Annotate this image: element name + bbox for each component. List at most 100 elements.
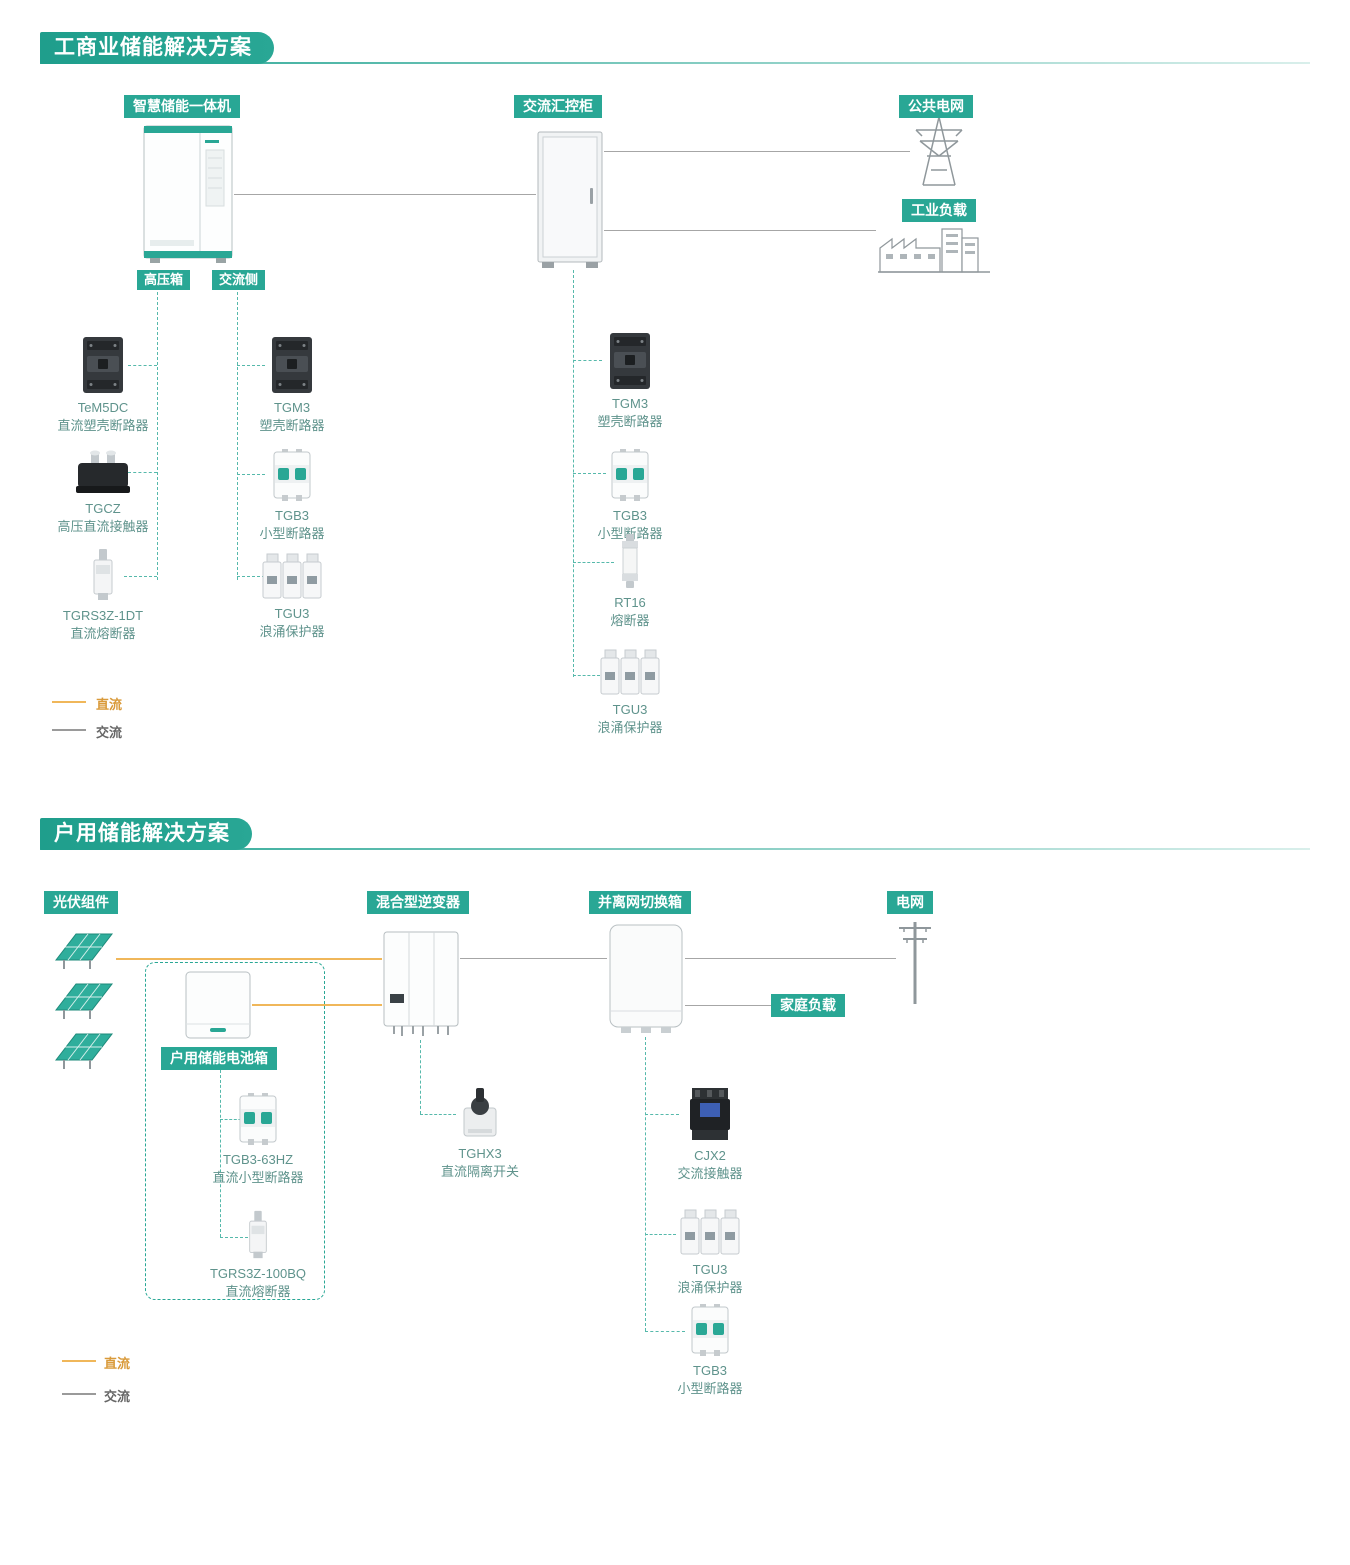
- product-item: TGRS3Z-1DT 直流熔断器: [43, 548, 163, 642]
- product-name: 浪涌保护器: [677, 1279, 743, 1295]
- dashed-connector-v: [645, 1037, 646, 1331]
- product-name: 小型断路器: [259, 525, 325, 541]
- utility-pole-icon: [896, 918, 934, 1006]
- product-name: 交流接触器: [677, 1165, 743, 1181]
- product-model: TGB3-63HZ: [222, 1152, 294, 1167]
- dashed-connector-h: [573, 473, 606, 474]
- product-model: TGM3: [611, 396, 649, 411]
- dc-connection-line: [116, 958, 382, 960]
- grid-label: 电网: [887, 891, 933, 914]
- transmission-tower-icon: [910, 114, 968, 188]
- mcb-icon: [688, 1303, 732, 1357]
- ac-side-label: 交流侧: [212, 270, 266, 290]
- legend-dc-line: [52, 701, 86, 703]
- storage-cabinet-image: [142, 124, 234, 264]
- surge-protector-icon: [600, 648, 660, 696]
- product-name: 直流隔离开关: [440, 1163, 519, 1179]
- product-name: 小型断路器: [677, 1380, 743, 1396]
- ac-connection-line: [460, 958, 607, 959]
- ac-cabinet-label: 交流汇控柜: [514, 95, 602, 118]
- mcb-icon: [270, 448, 314, 502]
- dashed-connector-h: [645, 1331, 685, 1332]
- product-model: TGHX3: [458, 1146, 502, 1161]
- ac-connection-line: [685, 958, 896, 959]
- dashed-connector-v: [157, 292, 158, 580]
- product-name: 直流塑壳断路器: [57, 417, 149, 433]
- hv-box-label: 高压箱: [137, 270, 191, 290]
- product-model: RT16: [614, 595, 646, 610]
- hybrid-inverter-label: 混合型逆变器: [367, 891, 469, 914]
- pv-module-label: 光伏组件: [44, 891, 118, 914]
- product-item: TGU3 浪涌保护器: [650, 1208, 770, 1296]
- dc-connection-line: [252, 1004, 382, 1006]
- ac-contactor-icon: [686, 1086, 734, 1142]
- product-name: 塑壳断路器: [259, 417, 325, 433]
- ac-cabinet-image: [536, 130, 604, 270]
- legend-ac-label: 交流: [96, 725, 123, 740]
- product-model: TGU3: [692, 1262, 728, 1277]
- product-name: 直流熔断器: [70, 625, 136, 641]
- dashed-connector-h: [128, 472, 157, 473]
- solar-panel-icon: [44, 1026, 116, 1072]
- industrial-load-label: 工业负载: [902, 199, 976, 222]
- mcb-icon: [608, 448, 652, 502]
- legend-dc-label: 直流: [96, 697, 123, 712]
- inverter-image: [382, 930, 460, 1040]
- product-name: 熔断器: [610, 612, 650, 628]
- product-item: TGRS3Z-100BQ 直流熔断器: [198, 1210, 318, 1300]
- factory-icon: [876, 224, 992, 274]
- dashed-connector-v: [220, 1070, 221, 1237]
- product-item: TGB3 小型断路器: [232, 448, 352, 542]
- dashed-connector-h: [220, 1119, 246, 1120]
- product-item: RT16 熔断器: [570, 533, 690, 629]
- product-item: TGU3 浪涌保护器: [570, 648, 690, 736]
- product-item: TGB3 小型断路器: [570, 448, 690, 542]
- product-model: TGB3: [275, 508, 309, 523]
- product-name: 浪涌保护器: [259, 623, 325, 639]
- header-underline: [40, 848, 1310, 850]
- product-item: TGU3 浪涌保护器: [232, 552, 352, 640]
- battery-group-outline: [145, 962, 325, 1300]
- ac-connection-line: [604, 151, 910, 152]
- dashed-connector-h: [573, 675, 600, 676]
- product-item: CJX2 交流接触器: [650, 1086, 770, 1182]
- cylinder-fuse-icon: [616, 533, 644, 589]
- product-item: TGM3 塑壳断路器: [232, 336, 352, 434]
- dashed-connector-h: [645, 1234, 676, 1235]
- header-underline: [40, 62, 1310, 64]
- ac-connection-line: [234, 194, 536, 195]
- dashed-connector-h: [645, 1114, 679, 1115]
- product-item: TGCZ 高压直流接触器: [43, 449, 163, 535]
- legend-ac-line: [52, 729, 86, 731]
- product-name: 直流熔断器: [225, 1283, 291, 1299]
- ac-connection-line: [604, 230, 876, 231]
- legend-ac-label: 交流: [104, 1389, 131, 1404]
- mccb-icon: [267, 336, 317, 394]
- dashed-connector-h: [420, 1114, 456, 1115]
- legend-ac-line: [62, 1393, 96, 1395]
- product-model: TGRS3Z-1DT: [62, 608, 144, 623]
- dc-fuse-icon: [85, 548, 121, 602]
- product-model: CJX2: [694, 1148, 726, 1163]
- product-model: TGRS3Z-100BQ: [209, 1266, 307, 1281]
- product-item: TGB3-63HZ 直流小型断路器: [198, 1092, 318, 1186]
- product-item: TGHX3 直流隔离开关: [420, 1086, 540, 1180]
- battery-box-image: [184, 970, 252, 1042]
- home-load-label: 家庭负载: [771, 994, 845, 1017]
- product-model: TGM3: [273, 400, 311, 415]
- product-name: 高压直流接触器: [57, 518, 149, 534]
- product-item: TeM5DC 直流塑壳断路器: [43, 336, 163, 434]
- battery-box-label: 户用储能电池箱: [161, 1047, 277, 1070]
- dashed-connector-h: [220, 1237, 248, 1238]
- ac-connection-line: [685, 1005, 771, 1006]
- mccb-icon: [605, 332, 655, 390]
- storage-machine-label: 智慧储能一体机: [124, 95, 240, 118]
- product-name: 塑壳断路器: [597, 413, 663, 429]
- section1-title: 工商业储能解决方案: [40, 32, 274, 64]
- section2-title: 户用储能解决方案: [40, 818, 252, 850]
- product-item: TGM3 塑壳断路器: [570, 332, 690, 430]
- dashed-connector-v: [420, 1040, 421, 1114]
- surge-protector-icon: [680, 1208, 740, 1256]
- product-model: TGCZ: [85, 501, 121, 516]
